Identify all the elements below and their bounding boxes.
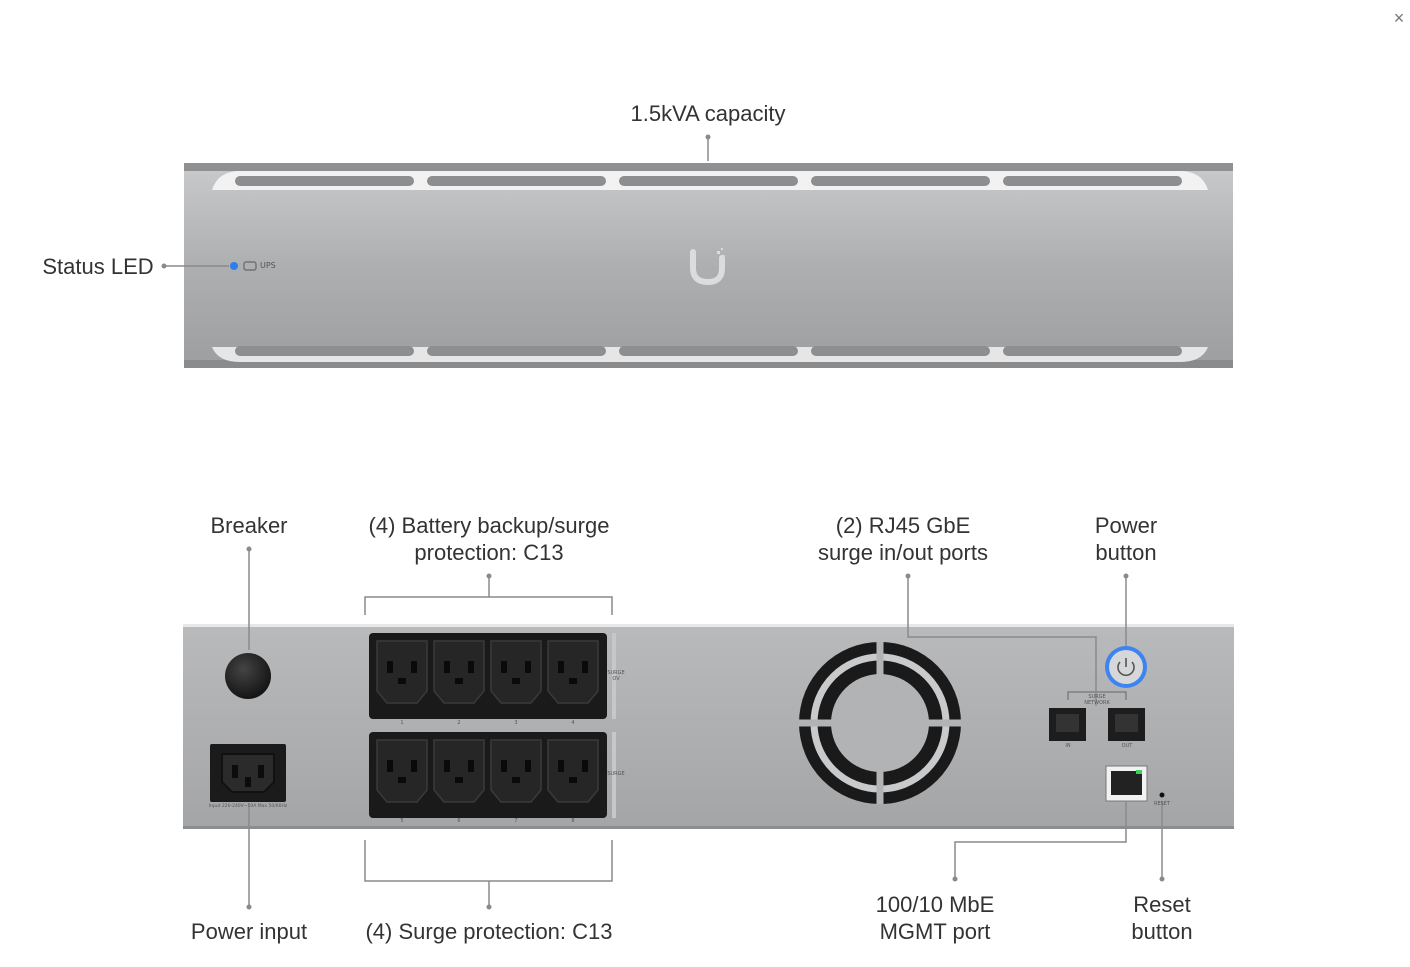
breaker-knob [225,653,271,699]
battery-outlets-label: (4) Battery backup/surge protection: C13 [344,512,634,566]
c13-outlet [376,739,428,803]
outlet-number: 8 [571,818,575,824]
rj45-in-port [1049,708,1086,741]
mgmt-port-label-line1: 100/10 MbE [875,892,995,917]
reset-pinhole [1159,792,1165,798]
surge-outlets-label: (4) Surge protection: C13 [365,919,613,944]
surge-network-label: SURGE NETWORK [1084,694,1110,706]
close-icon[interactable]: × [1393,8,1405,28]
ups-front-panel [184,163,1233,368]
c13-outlet [490,739,542,803]
capacity-label: 1.5kVA capacity [630,101,786,126]
power-button-label: Power button [1071,512,1181,566]
c13-outlet [547,640,599,704]
power-inlet [210,744,286,802]
fan-grille [799,642,961,804]
reset-label: RESET [1153,801,1171,807]
breaker-label: Breaker [210,513,288,538]
top-vents [235,176,1182,186]
c13-outlet [490,640,542,704]
mgmt-port-label-line2: MGMT port [879,919,991,944]
battery-outlets-label-line2: protection: C13 [414,540,564,565]
bottom-vents [235,346,1182,356]
outlet-number: 5 [400,818,404,824]
rj45-out-port [1108,708,1145,741]
c13-outlet [547,739,599,803]
surge-outlet-bank [369,732,607,818]
power-input-label: Power input [190,919,308,944]
ups-rear-panel [183,624,1234,829]
surge-label: SURGE [607,771,625,777]
outlet-number: 2 [457,720,461,726]
mgmt-port-label: 100/10 MbE MGMT port [855,891,1015,945]
power-button-icon [1105,646,1147,688]
in-port-label: IN [1065,743,1071,749]
callout-dots [161,134,1165,910]
rj45-label-line1: (2) RJ45 GbE [835,513,971,538]
outlet-number: 4 [571,720,575,726]
ups-indicator-label: UPS [260,261,276,270]
c13-outlet [433,640,485,704]
battery-outlets-label-line1: (4) Battery backup/surge [368,513,610,538]
input-rating-label: Input 220-240V~10A Max 50/60Hz [208,804,288,809]
power-button-label-line1: Power [1094,513,1158,538]
c13-outlet [433,739,485,803]
surge-ov-label: SURGE OV [607,670,625,682]
ubiquiti-logo-icon [690,248,725,286]
rj45-label-line2: surge in/out ports [818,540,988,565]
battery-outlet-bank [369,633,607,719]
reset-button-label: Reset button [1112,891,1212,945]
c13-outlet [376,640,428,704]
power-button-label-line2: button [1095,540,1157,565]
outlet-number: 7 [514,818,518,824]
battery-icon [243,261,257,271]
callout-lines [164,137,1163,907]
outlet-number: 6 [457,818,461,824]
mgmt-port [1105,765,1148,802]
status-led-label: Status LED [42,254,154,279]
reset-button-label-line1: Reset [1133,892,1191,917]
rj45-label: (2) RJ45 GbE surge in/out ports [793,512,1013,566]
outlet-number: 1 [400,720,404,726]
reset-button-label-line2: button [1131,919,1193,944]
outlet-number: 3 [514,720,518,726]
status-led [230,262,238,270]
out-port-label: OUT [1121,743,1133,749]
